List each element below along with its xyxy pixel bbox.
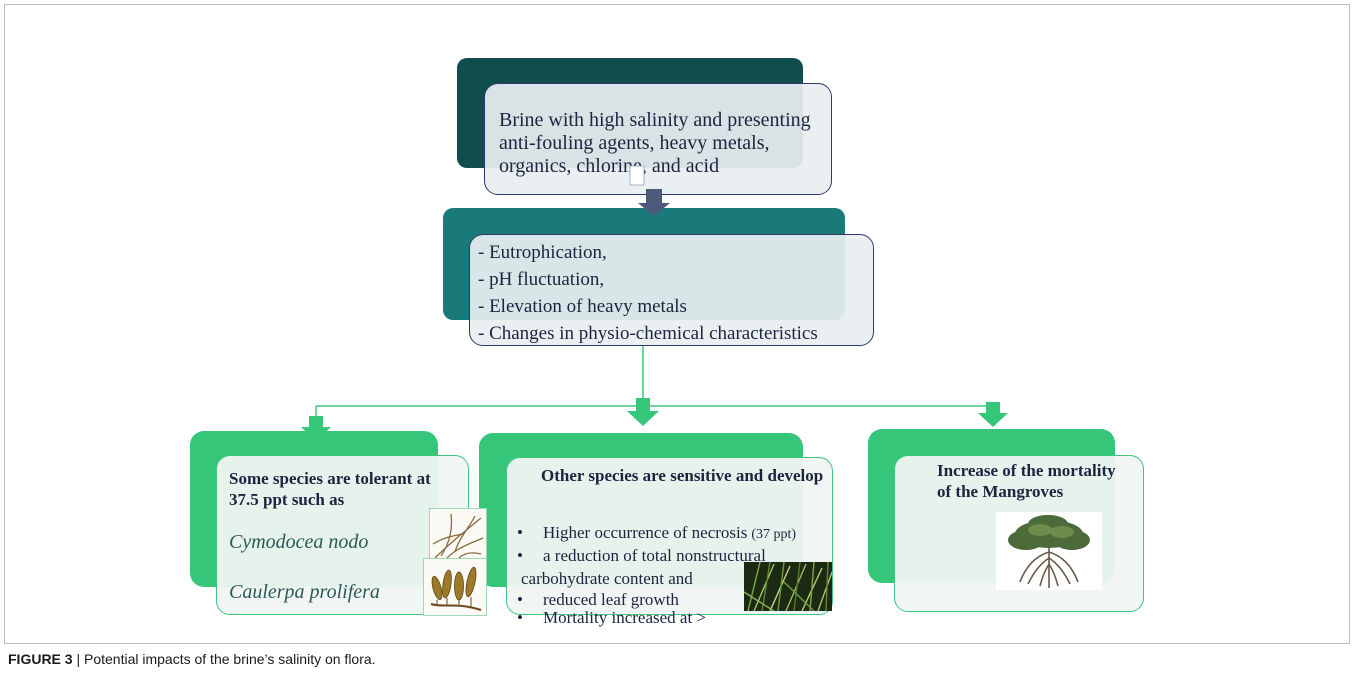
mangrove-illustration (996, 512, 1102, 590)
right-heading-line-2: of the Mangroves (937, 482, 1064, 501)
bullet-dot: • (517, 608, 523, 627)
caulerpa-illustration (423, 558, 487, 616)
center-bullet-2: • a reduction of total nonstructural (517, 544, 766, 567)
caption-text: Potential impacts of the brine’s salinit… (84, 651, 376, 667)
top-box-line-2: anti-fouling agents, heavy metals, (499, 132, 770, 154)
left-heading-line-2: 37.5 ppt such as (229, 490, 345, 509)
connector-stub (629, 165, 645, 186)
bullet-dot: • (517, 546, 523, 565)
center-bullet-necrosis: Higher occurrence of necrosis (543, 523, 748, 542)
caption-separator: | (72, 651, 84, 667)
middle-item-eutrophication: - Eutrophication, (478, 242, 607, 263)
arrow-to-left (301, 416, 331, 441)
cymodocea-illustration (429, 508, 487, 566)
top-box-line-3: organics, chlorine, and acid (499, 155, 720, 177)
species-cymodocea: Cymodocea nodo (229, 531, 369, 553)
center-bullet-1: • Higher occurrence of necrosis(37 ppt) (517, 521, 796, 546)
arrow-top-to-middle (638, 189, 670, 216)
seagrass-photo (744, 562, 832, 611)
arrow-to-right (978, 402, 1008, 427)
caption-label: FIGURE 3 (8, 651, 73, 667)
center-necrosis-note: (37 ppt) (751, 527, 797, 542)
left-heading-line-1: Some species are tolerant at (229, 469, 431, 488)
bullet-dot: • (517, 590, 523, 609)
center-bullet-mortality: Mortality increased at > (543, 608, 707, 627)
top-box-line-1: Brine with high salinity and presenting (499, 109, 811, 131)
center-continuation: carbohydrate content and (521, 569, 693, 588)
bullet-dot: • (517, 523, 523, 542)
right-heading-line-1: Increase of the mortality (937, 461, 1116, 480)
center-bullet-leaf-growth: reduced leaf growth (543, 590, 679, 609)
center-heading: Other species are sensitive and develop (541, 466, 824, 485)
center-bullet-4: • Mortality increased at > (517, 608, 706, 628)
middle-item-heavy-metals: - Elevation of heavy metals (478, 296, 687, 317)
species-caulerpa: Caulerpa prolifera (229, 581, 380, 603)
center-bullet-3: • reduced leaf growth (517, 590, 679, 610)
arrow-to-center (627, 398, 659, 426)
middle-box: - Eutrophication, - pH fluctuation, - El… (469, 234, 874, 346)
center-bullet-reduction: a reduction of total nonstructural (543, 546, 766, 565)
middle-item-physio-chemical: - Changes in physio-chemical characteris… (478, 323, 818, 344)
middle-item-ph: - pH fluctuation, (478, 269, 605, 290)
figure-caption: FIGURE 3 | Potential impacts of the brin… (8, 651, 376, 667)
